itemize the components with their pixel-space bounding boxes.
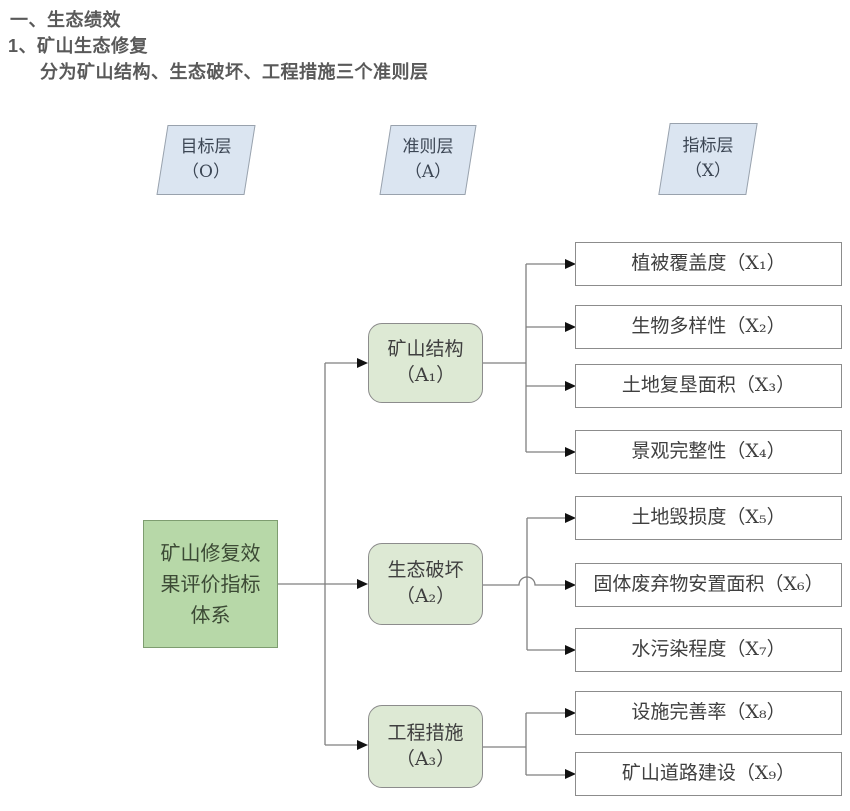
goal-box: 矿山修复效果评价指标体系 <box>143 520 278 648</box>
layer-header-goal: 目标层 （O） <box>156 125 256 195</box>
arrowhead-icon <box>565 769 576 779</box>
indicator-box-x4: 景观完整性（X₄） <box>575 430 842 474</box>
layer-code: （O） <box>182 162 230 182</box>
indicator-box-x3: 土地复垦面积（X₃） <box>575 364 842 408</box>
layer-code: （X） <box>684 161 732 181</box>
arrowhead-icon <box>565 259 576 269</box>
arrowhead-icon <box>565 513 576 523</box>
indicator-box-x6: 固体废弃物安置面积（X₆） <box>575 563 842 607</box>
layer-label: 指标层 <box>682 136 734 157</box>
indicator-box-x8: 设施完善率（X₈） <box>575 691 842 735</box>
criteria-label: 生态破坏 <box>387 559 464 582</box>
arrowhead-icon <box>565 447 576 457</box>
indicator-box-x1: 植被覆盖度（X₁） <box>575 242 842 286</box>
layer-label: 目标层 <box>180 137 232 158</box>
layer-header-criteria: 准则层 （A） <box>379 125 477 195</box>
heading-subsection: 1、矿山生态修复 <box>8 36 149 56</box>
goal-label: 矿山修复效果评价指标体系 <box>160 540 261 627</box>
criteria-box-a2: 生态破坏 （A₂） <box>368 543 483 625</box>
criteria-code: （A₂） <box>395 585 456 607</box>
criteria-label: 矿山结构 <box>387 338 464 361</box>
arrowhead-icon <box>357 740 368 750</box>
criteria-label: 工程措施 <box>387 721 464 744</box>
arrowhead-icons <box>357 259 576 779</box>
arrowhead-icon <box>565 580 576 590</box>
indicator-box-x2: 生物多样性（X₂） <box>575 305 842 349</box>
criteria-code: （A₃） <box>395 747 456 770</box>
arrowhead-icon <box>565 645 576 655</box>
arrowhead-icon <box>565 322 576 332</box>
arrowhead-icon <box>565 381 576 391</box>
heading-description: 分为矿山结构、生态破坏、工程措施三个准则层 <box>40 62 429 82</box>
indicator-box-x7: 水污染程度（X₇） <box>575 628 842 672</box>
connector-a2-stub-hop <box>483 576 565 586</box>
criteria-box-a1: 矿山结构 （A₁） <box>368 323 483 403</box>
layer-code: （A） <box>404 162 452 182</box>
indicator-box-x5: 土地毁损度（X₅） <box>575 496 842 540</box>
arrowhead-icon <box>357 579 368 589</box>
layer-header-indicator: 指标层 （X） <box>658 123 758 195</box>
criteria-box-a3: 工程措施 （A₃） <box>368 705 483 788</box>
layer-label: 准则层 <box>402 137 454 158</box>
arrowhead-icon <box>357 358 368 368</box>
arrowhead-icon <box>565 708 576 718</box>
heading-section: 一、生态绩效 <box>10 10 121 30</box>
indicator-box-x9: 矿山道路建设（X₉） <box>575 752 842 796</box>
criteria-code: （A₁） <box>395 364 456 386</box>
